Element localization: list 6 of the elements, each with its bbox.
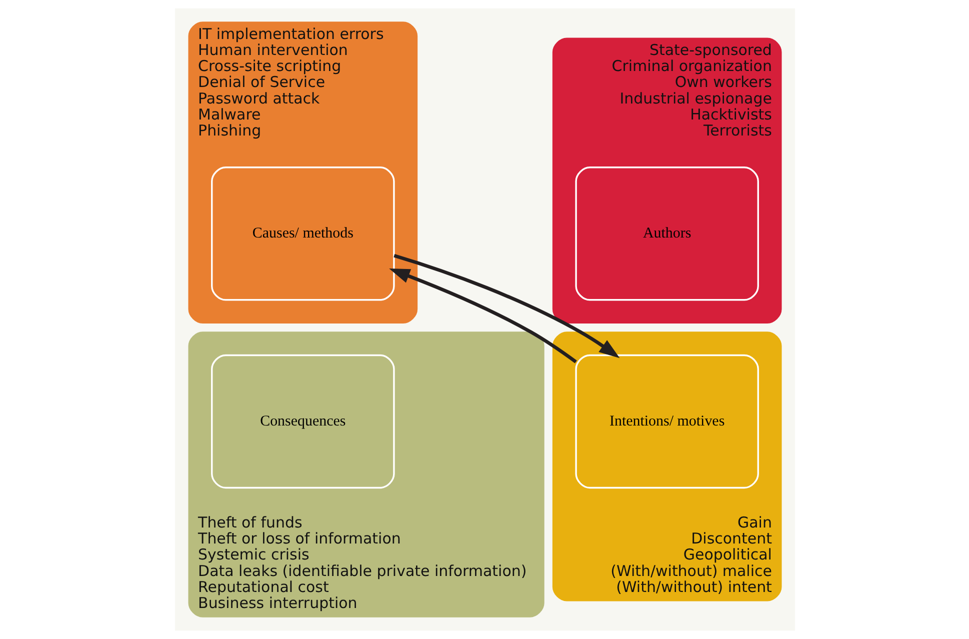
node-box: Causes/ methods [210, 166, 394, 301]
arrow [388, 268, 576, 364]
node-box: Consequences [210, 354, 394, 489]
arrow [393, 254, 620, 358]
node-box: Authors [574, 166, 758, 301]
node-box: Intentions/ motives [574, 354, 758, 489]
